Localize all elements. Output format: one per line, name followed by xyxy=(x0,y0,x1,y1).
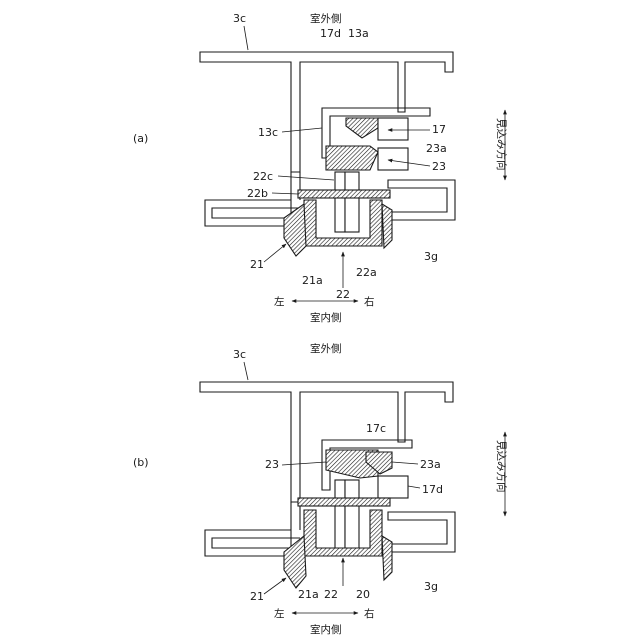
frame-lower-right xyxy=(388,180,455,220)
label-22b: 22b xyxy=(247,187,268,200)
panel-a-label: (a) xyxy=(133,132,148,145)
gasket-21-right-b xyxy=(382,536,392,580)
lead-22c xyxy=(278,176,334,180)
lead-21 xyxy=(264,244,286,262)
plate-22b xyxy=(298,190,390,198)
member-23-box xyxy=(378,148,408,170)
label-17: 17 xyxy=(432,123,446,136)
gasket-21-left xyxy=(284,204,306,256)
panel-b-indoor-label: 室内側 xyxy=(310,623,342,636)
label-22a: 22a xyxy=(356,266,377,279)
column-b-right xyxy=(345,480,359,550)
label-22c: 22c xyxy=(253,170,273,183)
label-21-b: 21 xyxy=(250,590,264,603)
left-label-a: 左 xyxy=(274,295,285,308)
gasket-21-right xyxy=(382,204,392,248)
label-17d-b: 17d xyxy=(422,483,443,496)
label-22: 22 xyxy=(336,288,350,301)
label-23a-b: 23a xyxy=(420,458,441,471)
lead-13c xyxy=(282,128,322,132)
depth-label-a: 見込み方向 xyxy=(495,118,508,171)
member-17 xyxy=(346,118,378,138)
column-b xyxy=(335,480,345,550)
member-17-box xyxy=(378,118,408,140)
panel-b-outdoor-label: 室外側 xyxy=(310,342,342,355)
label-3c-b: 3c xyxy=(233,348,246,361)
lead-21-b xyxy=(264,578,286,594)
left-label-b: 左 xyxy=(274,607,285,620)
right-label-b: 右 xyxy=(364,607,375,620)
label-17d: 17d xyxy=(320,27,341,40)
right-label-a: 右 xyxy=(364,295,375,308)
lead-17d-b xyxy=(408,486,420,488)
label-21: 21 xyxy=(250,258,264,271)
lead-3c xyxy=(244,26,248,50)
column-22c-right xyxy=(345,172,359,232)
column-22c xyxy=(335,172,345,232)
label-13a: 13a xyxy=(348,27,369,40)
lead-22b xyxy=(272,193,298,194)
label-23a: 23a xyxy=(426,142,447,155)
label-21a-b: 21a xyxy=(298,588,319,601)
label-3c: 3c xyxy=(233,12,246,25)
lead-3c-b xyxy=(244,362,248,380)
label-17c-b: 17c xyxy=(366,422,386,435)
label-3g-b: 3g xyxy=(424,580,438,593)
label-21a: 21a xyxy=(302,274,323,287)
label-3g: 3g xyxy=(424,250,438,263)
frame-lower-right-b xyxy=(388,512,455,552)
panel-a-indoor-label: 室内側 xyxy=(310,311,342,324)
frame-3c-b xyxy=(200,382,453,502)
label-20-b: 20 xyxy=(356,588,370,601)
lead-23a-b xyxy=(392,462,418,464)
panel-a-outdoor-label: 室外側 xyxy=(310,12,342,25)
panel-a: (a) 室外側 3c 17d 13a 13c 17 xyxy=(133,12,508,324)
member-23 xyxy=(326,146,378,170)
gasket-21-left-b xyxy=(284,536,306,588)
panel-b: (b) 室外側 3c 17c 23 23a 17d 3g 21 21a xyxy=(133,342,508,636)
plate-b xyxy=(298,498,390,506)
label-23-b: 23 xyxy=(265,458,279,471)
depth-label-b: 見込み方向 xyxy=(495,440,508,493)
panel-b-label: (b) xyxy=(133,456,149,469)
label-13c: 13c xyxy=(258,126,278,139)
lead-23-b xyxy=(282,462,326,465)
label-22-b: 22 xyxy=(324,588,338,601)
member-17d-box-b xyxy=(378,476,408,498)
label-23: 23 xyxy=(432,160,446,173)
